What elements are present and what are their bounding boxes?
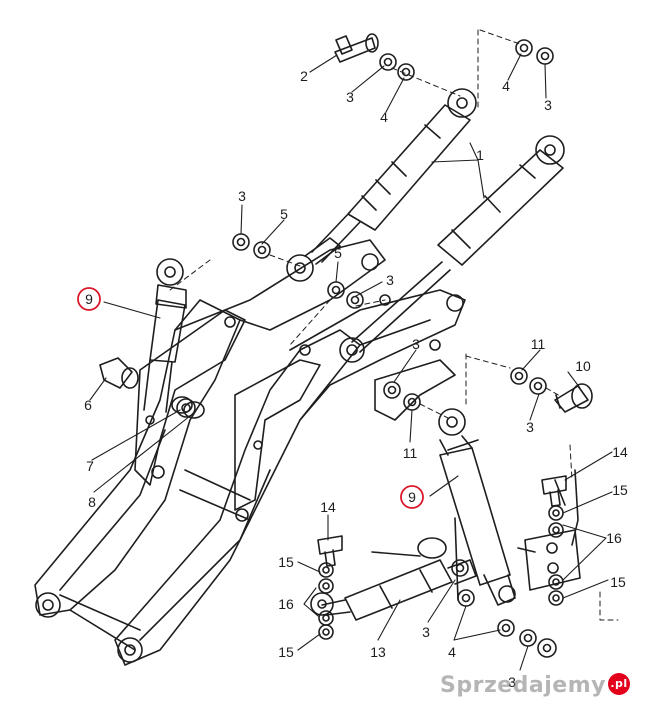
callout-11: 11 — [531, 336, 546, 352]
cylinder-9-right — [438, 408, 516, 606]
callout-11: 11 — [403, 445, 418, 461]
loader-frame — [34, 239, 466, 666]
callout-16: 16 — [606, 530, 622, 546]
callout-15: 15 — [612, 482, 628, 498]
callout-5: 5 — [280, 206, 288, 222]
pin-10 — [554, 383, 593, 413]
cylinder-13 — [310, 517, 477, 621]
callout-9: 9 — [85, 291, 93, 307]
callout-3: 3 — [508, 674, 516, 690]
callout-4: 4 — [502, 78, 510, 94]
callout-2: 2 — [300, 68, 308, 84]
callout-14: 14 — [612, 444, 628, 460]
watermark-badge: .pl — [608, 673, 630, 695]
callout-labels: 1 2 3 4 4 3 3 5 5 3 9 6 7 8 3 11 10 11 3… — [77, 68, 628, 690]
callout-3: 3 — [386, 272, 394, 288]
leader-lines — [89, 53, 613, 671]
callout-4: 4 — [380, 109, 388, 125]
pin-14-lower — [317, 535, 343, 567]
callout-14: 14 — [320, 499, 336, 515]
callout-9: 9 — [408, 489, 416, 505]
callout-3: 3 — [422, 624, 430, 640]
callout-16: 16 — [278, 596, 294, 612]
pin-14-upper — [541, 475, 567, 507]
pin-2 — [334, 33, 379, 63]
callout-15: 15 — [610, 574, 626, 590]
callout-13: 13 — [370, 644, 386, 660]
callout-3: 3 — [412, 336, 420, 352]
upper-cylinder-left — [286, 88, 477, 282]
alignment-lines — [169, 29, 619, 621]
callout-9-highlight — [400, 485, 424, 509]
callout-3: 3 — [346, 89, 354, 105]
bushing-7-8 — [171, 396, 205, 419]
callout-5: 5 — [334, 245, 342, 261]
callout-1: 1 — [476, 147, 484, 163]
callout-7: 7 — [86, 458, 94, 474]
callout-3: 3 — [238, 188, 246, 204]
washers — [232, 39, 564, 658]
callout-15: 15 — [278, 554, 294, 570]
callout-6: 6 — [84, 397, 92, 413]
upper-cylinder-right — [339, 135, 565, 363]
callout-15: 15 — [278, 644, 294, 660]
watermark: Sprzedajemy.pl — [440, 673, 630, 698]
callout-3: 3 — [526, 419, 534, 435]
callout-4: 4 — [448, 644, 456, 660]
bracket-plate — [517, 469, 581, 591]
watermark-text: Sprzedajemy — [440, 673, 606, 698]
cylinder-9-left — [143, 258, 196, 418]
pin-6 — [99, 357, 139, 389]
callout-3: 3 — [544, 97, 552, 113]
callout-10: 10 — [575, 358, 591, 374]
callout-9-highlight — [77, 287, 101, 311]
callout-8: 8 — [88, 494, 96, 510]
